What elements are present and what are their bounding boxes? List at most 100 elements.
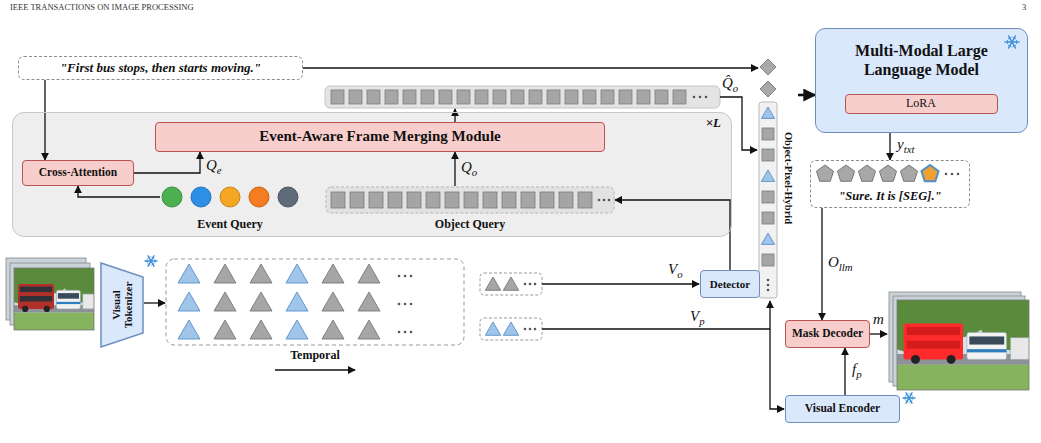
object-query-token — [483, 192, 497, 208]
math-symbol: Q̂o — [722, 76, 738, 94]
node-label: Cross-Attention — [39, 166, 117, 179]
ellipsis-dot — [529, 283, 532, 286]
running-header: IEEE TRANSACTIONS ON IMAGE PROCESSING — [10, 3, 194, 12]
node-label: Multi-Modal Large Language Model — [826, 41, 1017, 79]
object-query-token — [464, 192, 478, 208]
attention-box: Cross-Attention — [22, 160, 134, 186]
connector-arrow — [844, 348, 845, 395]
frozen-stroke — [906, 393, 912, 403]
bus-window — [20, 296, 52, 301]
ellipsis-dot — [410, 303, 413, 306]
query-sentence-box: "First bus stops, then starts moving." — [18, 56, 303, 80]
bus-body — [18, 284, 54, 309]
photo-frame — [14, 268, 94, 330]
math-symbol: m — [873, 312, 884, 327]
token-strip — [326, 187, 614, 213]
query-token — [637, 90, 650, 104]
pixel-token — [761, 233, 774, 244]
ellipsis-dot — [951, 173, 954, 176]
query-token — [367, 90, 380, 104]
math-subscript: o — [733, 82, 738, 94]
output-tokens — [811, 161, 968, 185]
object-query-token — [331, 192, 345, 208]
ellipsis-dot — [404, 275, 407, 278]
pixel-token — [178, 320, 200, 339]
node-label: Mask Decoder — [792, 327, 863, 340]
object-query-token — [540, 192, 554, 208]
object-token — [762, 149, 774, 161]
flow-arrow — [542, 301, 770, 329]
temporal-token-grid: Temporal — [165, 258, 465, 346]
ellipsis-dot — [524, 328, 527, 331]
input-frames — [3, 257, 105, 330]
connector-layer — [45, 68, 890, 395]
event-query-token — [220, 187, 240, 207]
visual-token — [503, 277, 518, 290]
node-label: Detector — [710, 278, 750, 291]
grid-frame — [166, 259, 464, 345]
ellipsis-dot — [693, 96, 696, 99]
bus-wheel — [44, 306, 50, 312]
bus-body — [904, 323, 963, 359]
visual-token — [250, 320, 272, 339]
frozen-stroke — [906, 394, 909, 396]
ellipsis-dot — [524, 283, 527, 286]
connector-arrow — [798, 94, 815, 97]
math-base: y — [897, 136, 904, 152]
llm-box: Multi-Modal Large Language ModelLoRA — [815, 28, 1028, 133]
pixel-token — [286, 264, 308, 283]
bus-window — [907, 341, 960, 349]
ellipsis-dot — [398, 275, 401, 278]
bus-wheel — [947, 355, 956, 364]
connector-arrow — [615, 200, 730, 270]
math-base: O — [828, 254, 839, 270]
frozen-stroke — [148, 264, 151, 266]
flow-arrow — [870, 333, 887, 334]
ellipsis-dot — [699, 96, 702, 99]
bus-window — [969, 336, 1004, 344]
node-label: Event Query — [160, 218, 300, 232]
connector-arrow — [303, 67, 758, 68]
node-label: Event-Aware Frame Merging Module — [259, 128, 500, 145]
text-token — [816, 165, 833, 181]
visual-token — [322, 292, 344, 311]
visual-token — [322, 320, 344, 339]
math-subscript: o — [472, 166, 477, 178]
edge-symbol: fp — [852, 362, 862, 380]
visual-token — [358, 264, 380, 283]
node-label: Visual Encoder — [805, 402, 880, 415]
math-base: Q̂ — [722, 75, 733, 91]
edge-symbol: Qe — [206, 158, 222, 176]
grass — [897, 365, 1029, 390]
connector-arrow — [454, 152, 455, 186]
frozen-stroke — [147, 259, 148, 262]
connector-arrow — [144, 302, 165, 303]
visual-token — [250, 292, 272, 311]
query-token — [439, 90, 452, 104]
visual-token — [250, 264, 272, 283]
bus-stripe — [56, 302, 80, 304]
ellipsis-dot — [534, 328, 537, 331]
decoder-box: Mask Decoder — [785, 320, 870, 348]
pixel-token — [286, 292, 308, 311]
frozen-stroke — [1008, 37, 1011, 39]
detector-box: Detector — [700, 270, 760, 298]
object-token — [762, 191, 774, 203]
ellipsis-dot — [608, 199, 611, 202]
frozen-stroke — [154, 259, 155, 262]
node-label: Temporal — [165, 349, 465, 363]
flow-arrow — [770, 329, 784, 409]
math-symbol: Vo — [668, 262, 683, 280]
math-subscript: p — [856, 368, 861, 380]
math-subscript: txt — [904, 143, 915, 155]
query-token — [673, 90, 686, 104]
street-photo — [897, 300, 1029, 390]
event-query-token — [162, 187, 182, 207]
ellipsis-dot — [398, 303, 401, 306]
node-label: Object-Pixel-Hybrid — [782, 131, 794, 223]
query-token — [511, 90, 524, 104]
frozen-stroke — [1013, 45, 1016, 47]
math-base: Q — [206, 157, 217, 173]
bus-window — [20, 287, 52, 292]
token-box — [480, 273, 542, 295]
